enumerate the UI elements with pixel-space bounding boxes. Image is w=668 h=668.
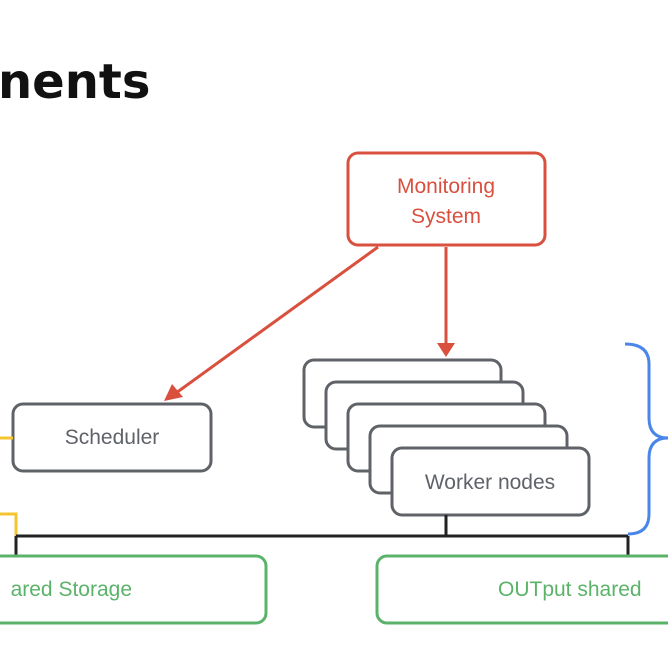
input-shared-storage-node[interactable]: ared Storage [0, 554, 268, 625]
worker-nodes-stack[interactable]: Worker nodes [302, 358, 591, 517]
monitoring-label-line2: System [411, 205, 481, 228]
worker-node-card [390, 446, 591, 517]
yellow-connector [0, 436, 18, 536]
input-storage-label: ared Storage [11, 578, 132, 601]
monitoring-to-workers-arrow [437, 247, 455, 357]
monitoring-label-line1: Monitoring [397, 175, 495, 198]
output-shared-storage-node[interactable]: OUTput shared [375, 554, 668, 625]
slide-title: nents [0, 54, 151, 110]
output-storage-label: OUTput shared [498, 578, 642, 601]
monitoring-system-node[interactable]: Monitoring System [346, 151, 547, 247]
worker-nodes-label: Worker nodes [425, 471, 555, 494]
curly-bracket [624, 342, 668, 536]
scheduler-node[interactable]: Scheduler [11, 402, 213, 473]
monitoring-to-scheduler-arrow [164, 245, 379, 401]
storage-bus [14, 515, 630, 555]
scheduler-label: Scheduler [65, 426, 160, 449]
